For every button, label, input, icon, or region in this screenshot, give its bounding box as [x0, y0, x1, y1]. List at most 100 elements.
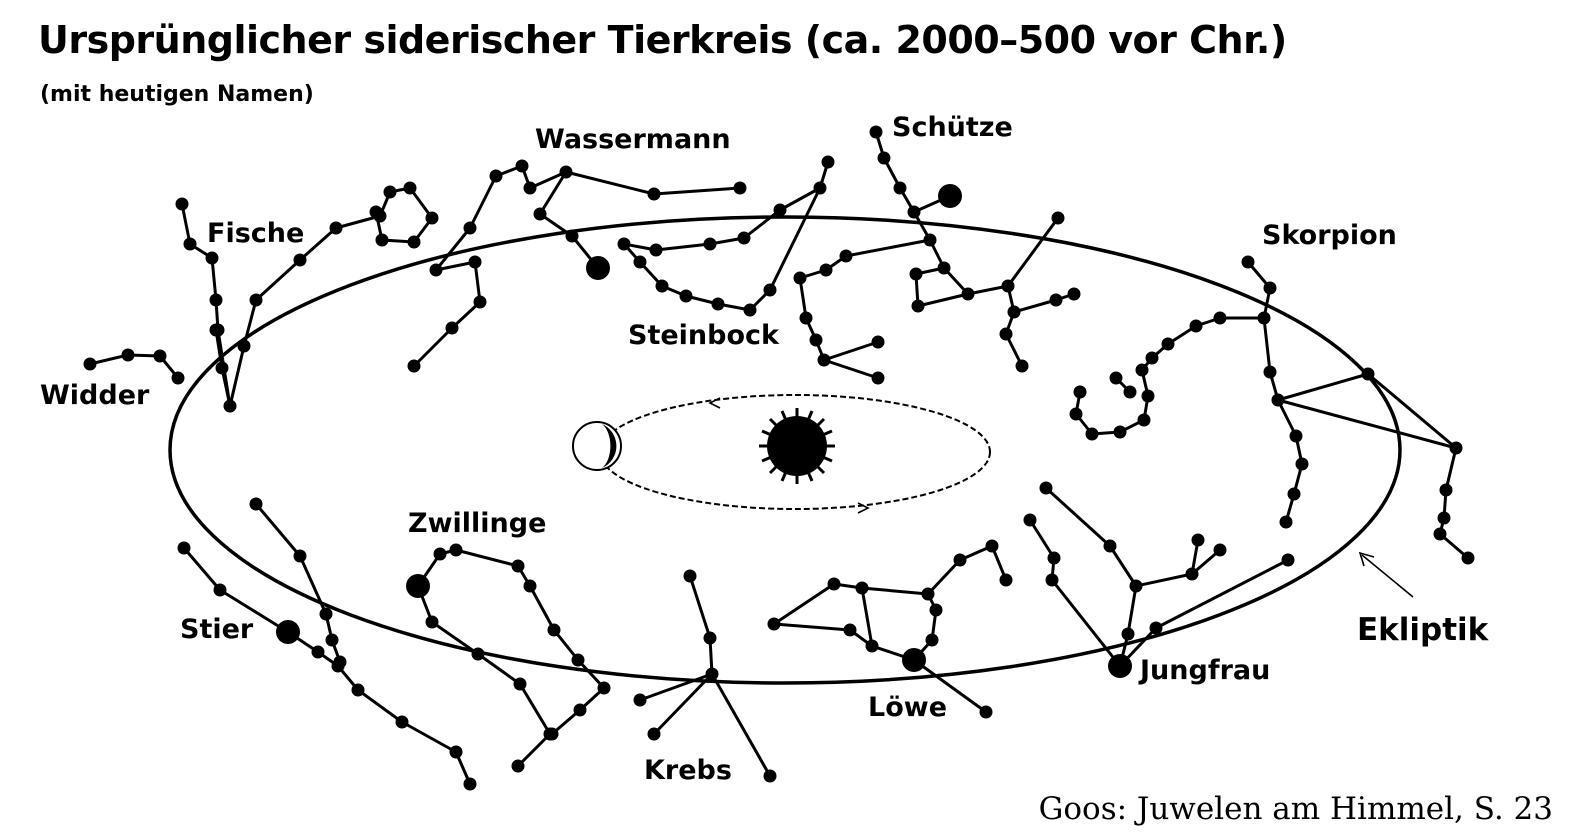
star [647, 187, 661, 201]
star [1109, 371, 1123, 385]
label-krebs: Krebs [644, 755, 732, 786]
star [937, 261, 951, 275]
star [407, 235, 421, 249]
star [1141, 389, 1155, 403]
star [1045, 573, 1059, 587]
constellation-line [622, 161, 830, 312]
star [1281, 553, 1295, 567]
star [999, 573, 1013, 587]
star [1241, 255, 1255, 269]
constellation-line [1277, 398, 1457, 450]
star [843, 623, 857, 637]
star [1001, 279, 1015, 293]
star [865, 639, 879, 653]
label-fische: Fische [207, 218, 305, 249]
star [351, 683, 365, 697]
label-jungfrau: Jungfrau [1140, 655, 1271, 686]
earth-icon [572, 421, 622, 471]
star [819, 263, 833, 277]
constellation-line [416, 585, 552, 768]
star [1461, 551, 1475, 565]
star [511, 759, 525, 773]
star [1161, 337, 1175, 351]
star [679, 289, 693, 303]
star [249, 497, 263, 511]
star [375, 233, 389, 247]
constellation-fische [175, 181, 439, 413]
star [468, 255, 482, 269]
star [249, 293, 263, 307]
star [1015, 359, 1029, 373]
star [1145, 351, 1159, 365]
constellations [83, 125, 1475, 791]
star [293, 549, 307, 563]
star [1361, 367, 1375, 381]
constellation-line [89, 353, 180, 379]
constellation-schuetze [793, 125, 1081, 385]
star [547, 623, 561, 637]
label-steinbock: Steinbock [628, 320, 779, 351]
star [1103, 539, 1117, 553]
star [433, 547, 447, 561]
star [319, 607, 333, 621]
star [473, 295, 487, 309]
star [83, 357, 97, 371]
star [649, 243, 663, 257]
star [329, 221, 343, 235]
orbit-arrow-bottom [857, 502, 870, 514]
label-stier: Stier [180, 614, 254, 645]
star [961, 287, 975, 301]
star [1289, 429, 1303, 443]
star [333, 655, 347, 669]
star [1213, 543, 1227, 557]
star [683, 569, 697, 583]
star [1039, 481, 1053, 495]
star [449, 543, 463, 557]
star [171, 371, 185, 385]
star [633, 255, 647, 269]
star [597, 681, 611, 695]
star [449, 745, 463, 759]
subtitle: (mit heutigen Namen) [40, 82, 314, 107]
star [703, 631, 717, 645]
star [1149, 621, 1163, 635]
star [923, 233, 937, 247]
label-zwillinge: Zwillinge [408, 508, 547, 539]
star [773, 203, 787, 217]
star [565, 229, 579, 243]
star [1049, 293, 1063, 307]
star [999, 327, 1013, 341]
constellation-line [639, 672, 713, 702]
star [809, 333, 823, 347]
star [799, 311, 813, 325]
star [523, 181, 537, 195]
star [1047, 551, 1061, 565]
constellation-line [538, 171, 600, 269]
constellation-line [1118, 585, 1138, 667]
constellation-line [912, 211, 1024, 367]
star [1213, 311, 1227, 325]
star [215, 361, 229, 375]
constellation-zwillinge [406, 543, 611, 773]
star [763, 769, 777, 783]
star [1185, 567, 1199, 581]
star [871, 371, 885, 385]
star [403, 181, 417, 195]
star [586, 256, 610, 280]
constellation-line [1118, 558, 1289, 668]
star [767, 617, 781, 631]
star [383, 185, 397, 199]
star [489, 169, 503, 183]
constellation-line [823, 340, 879, 362]
star [293, 253, 307, 267]
star [827, 577, 841, 591]
star [877, 151, 891, 165]
star [177, 541, 191, 555]
star [733, 181, 747, 195]
label-ekliptik: Ekliptik [1357, 612, 1489, 648]
star [953, 553, 967, 567]
star [1437, 511, 1451, 525]
constellation-jungfrau [1023, 481, 1295, 678]
